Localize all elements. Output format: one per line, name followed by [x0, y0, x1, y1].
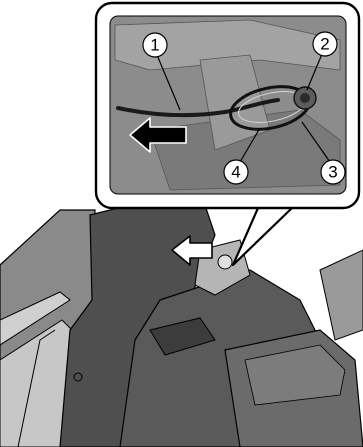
callout-2-label: 2: [320, 35, 329, 54]
callout-3-label: 3: [328, 163, 337, 182]
right-trim: [320, 250, 363, 340]
callout-1: 1: [143, 33, 167, 57]
callout-2: 2: [313, 32, 337, 56]
callout-3: 3: [321, 160, 345, 184]
anchor-bolt-head: [300, 93, 310, 103]
callout-4-label: 4: [231, 163, 240, 182]
anchor-bolt: [218, 255, 232, 269]
callout-1-label: 1: [150, 36, 159, 55]
callout-4: 4: [224, 160, 248, 184]
callout-pointer: [233, 208, 292, 265]
detail-inset: 1 2 3 4: [96, 3, 359, 208]
vehicle-body: [0, 200, 363, 447]
